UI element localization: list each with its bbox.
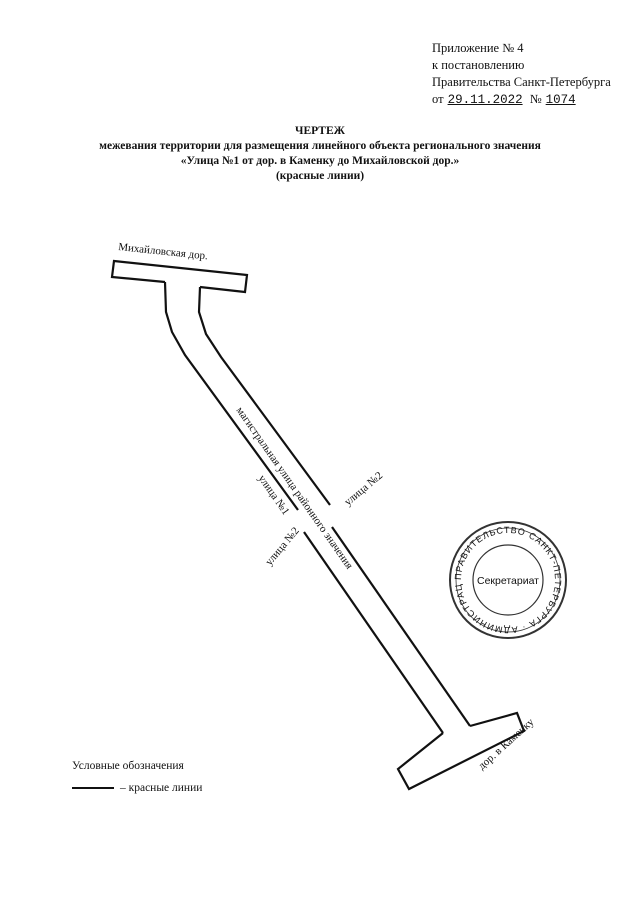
legend-item-red-lines: – красные линии	[72, 782, 202, 794]
stamp-center-ring	[472, 544, 544, 616]
legend-line-swatch	[72, 787, 114, 789]
main-street-right-line-lower	[331, 526, 471, 727]
label-main-street: магистральная улица районного значения	[234, 405, 356, 572]
bottom-road-outline	[396, 711, 526, 791]
decree-number: 1074	[545, 93, 576, 107]
title-line1: межевания территории для размещения лине…	[99, 140, 541, 152]
title-heading: ЧЕРТЕЖ	[295, 125, 345, 137]
main-street-right-line-upper	[197, 286, 331, 506]
document-title: ЧЕРТЕЖ межевания территории для размещен…	[0, 124, 640, 184]
date-prefix: от	[432, 92, 444, 106]
decree-date: 29.11.2022	[447, 93, 523, 107]
title-line2: «Улица №1 от дор. в Каменку до Михайловс…	[180, 155, 460, 167]
number-prefix: №	[529, 92, 542, 106]
top-road-outline	[110, 259, 249, 294]
label-bottom-road: дор. в Каменку	[476, 716, 537, 772]
appendix-line3: Правительства Санкт-Петербурга	[432, 75, 611, 89]
title-line3: (красные линии)	[275, 170, 365, 182]
appendix-block: Приложение № 4 к постановлению Правитель…	[432, 40, 632, 109]
red-lines	[110, 259, 526, 791]
appendix-line1: Приложение № 4	[432, 41, 524, 55]
appendix-line2: к постановлению	[432, 58, 525, 72]
stamp-center-text: Секретариат	[477, 575, 539, 587]
stamp-inner-ring	[455, 527, 561, 633]
label-street2-right: улица №2	[342, 470, 385, 509]
legend-item-label: – красные линии	[120, 782, 203, 794]
legend: Условные обозначения – красные линии	[72, 760, 202, 794]
main-street-left-line-lower	[303, 531, 444, 734]
legend-title: Условные обозначения	[72, 760, 184, 772]
label-top-road: Михайловская дор.	[118, 241, 209, 262]
stamp-outer-ring	[449, 521, 567, 639]
main-street-left-line	[163, 281, 299, 511]
label-street2-left: улица №2	[263, 525, 302, 568]
